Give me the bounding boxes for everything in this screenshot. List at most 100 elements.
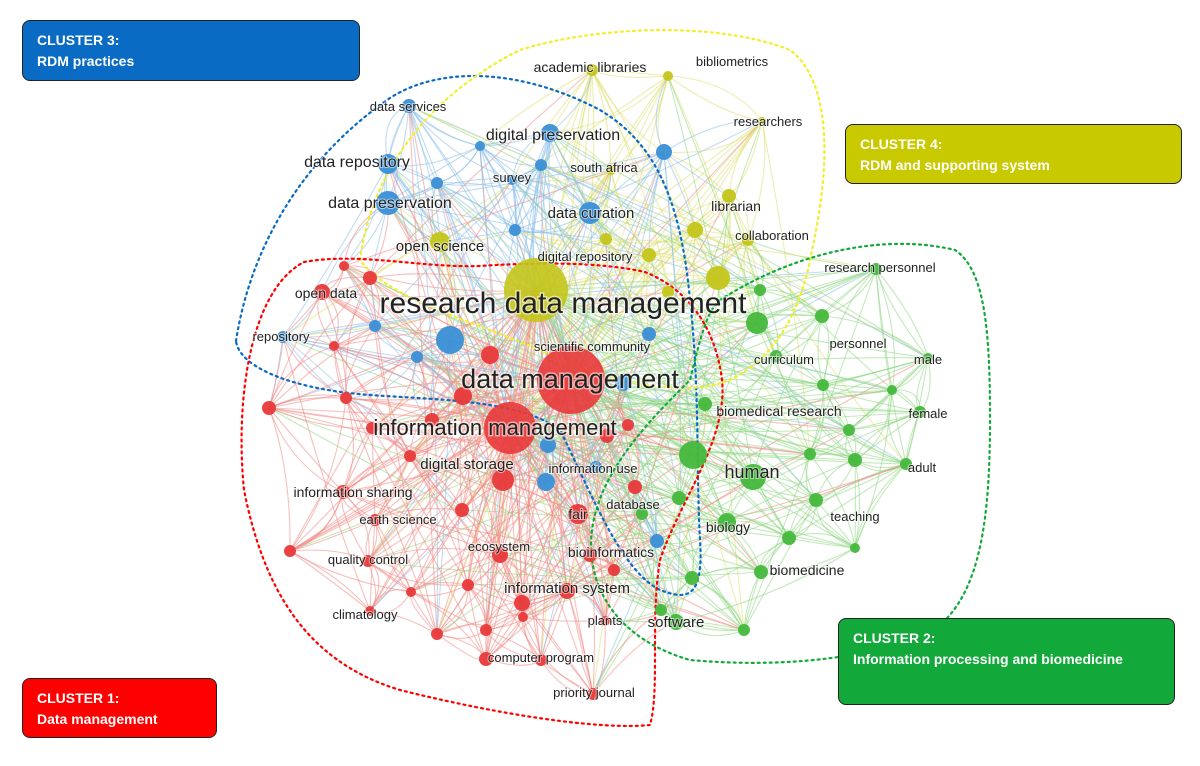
network-edge: [657, 541, 692, 578]
keyword-node: [340, 392, 352, 404]
label-bioinformatics: bioinformatics: [568, 544, 654, 560]
label-adult: adult: [908, 460, 937, 475]
label-biomedical-research: biomedical research: [716, 403, 841, 419]
cluster-3-title: CLUSTER 3:: [37, 30, 345, 51]
keyword-node: [329, 341, 339, 351]
network-edge: [657, 541, 692, 578]
label-biomedicine: biomedicine: [770, 562, 845, 578]
keyword-node: [628, 480, 642, 494]
keyword-node: [843, 424, 855, 436]
cluster-2-title: CLUSTER 2:: [853, 628, 1160, 649]
cluster-4-title: CLUSTER 4:: [860, 134, 1167, 155]
network-edge: [729, 121, 762, 196]
keyword-node: [363, 271, 377, 285]
keyword-node: [369, 320, 381, 332]
label-priority-journal: priority journal: [553, 685, 635, 700]
keyword-node: [679, 441, 707, 469]
label-male: male: [914, 352, 942, 367]
cluster-4-legend: CLUSTER 4: RDM and supporting system: [845, 124, 1182, 184]
cluster-1-legend: CLUSTER 1: Data management: [22, 678, 217, 738]
label-earth-science: earth science: [359, 512, 436, 527]
label-personnel: personnel: [829, 336, 886, 351]
label-curriculum: curriculum: [754, 352, 814, 367]
keyword-node: [698, 397, 712, 411]
keyword-node: [672, 491, 686, 505]
keyword-node: [518, 612, 528, 622]
keyword-node: [600, 233, 612, 245]
label-researchers: researchers: [734, 114, 803, 129]
keyword-node: [404, 450, 416, 462]
keyword-node: [815, 309, 829, 323]
keyword-node: [608, 564, 620, 576]
keyword-node: [455, 503, 469, 517]
network-edge: [729, 121, 762, 196]
label-data-preservation: data preservation: [328, 195, 452, 212]
label-information-sharing: information sharing: [293, 484, 412, 500]
network-edge: [855, 464, 906, 548]
keyword-node: [514, 595, 530, 611]
keyword-node: [685, 571, 699, 585]
cluster-2-legend: CLUSTER 2: Information processing and bi…: [838, 618, 1175, 705]
label-information-management: information management: [373, 415, 616, 440]
network-edge: [283, 164, 388, 337]
keyword-node: [339, 261, 349, 271]
keyword-node: [480, 624, 492, 636]
keyword-node: [663, 71, 673, 81]
keyword-node: [850, 543, 860, 553]
keyword-node: [738, 624, 750, 636]
keyword-node: [809, 493, 823, 507]
label-digital-repository: digital repository: [538, 249, 633, 264]
keyword-node: [817, 379, 829, 391]
label-open-data: open data: [295, 285, 357, 301]
keyword-node: [622, 419, 634, 431]
keyword-node: [754, 284, 766, 296]
network-edge: [676, 548, 855, 622]
keyword-node: [406, 587, 416, 597]
cluster-4-subtitle: RDM and supporting system: [860, 155, 1167, 176]
keyword-node: [754, 565, 768, 579]
label-research-personnel: research personnel: [824, 260, 935, 275]
label-librarian: librarian: [711, 198, 761, 214]
keyword-node: [887, 385, 897, 395]
network-edge: [437, 146, 480, 183]
label-information-system: information system: [504, 580, 630, 597]
label-digital-preservation: digital preservation: [486, 127, 620, 144]
label-information-use: information use: [549, 461, 638, 476]
cluster-3-subtitle: RDM practices: [37, 51, 345, 72]
keyword-node: [475, 141, 485, 151]
label-academic-libraries: academic libraries: [534, 59, 647, 75]
label-research-data-management: research data management: [380, 287, 748, 320]
label-collaboration: collaboration: [735, 228, 809, 243]
cluster-1-subtitle: Data management: [37, 709, 202, 730]
network-edge: [855, 464, 906, 548]
label-bibliometrics: bibliometrics: [696, 54, 769, 69]
keyword-node: [262, 401, 276, 415]
label-computer-program: computer program: [488, 650, 594, 665]
label-plants: plants: [588, 613, 623, 628]
keyword-node: [687, 222, 703, 238]
keyword-node: [804, 448, 816, 460]
label-data-management: data management: [461, 364, 679, 394]
keyword-node: [411, 351, 423, 363]
label-ecosystem: ecosystem: [468, 539, 530, 554]
cluster-2-subtitle: Information processing and biomedicine: [853, 649, 1160, 670]
cluster-3-legend: CLUSTER 3: RDM practices: [22, 20, 360, 81]
network-edge: [437, 146, 480, 183]
keyword-node: [481, 346, 499, 364]
keyword-node: [746, 312, 768, 334]
keyword-node: [642, 248, 656, 262]
label-female: female: [908, 406, 947, 421]
label-data-services: data services: [370, 99, 447, 114]
label-biology: biology: [706, 519, 750, 535]
label-repository: repository: [252, 329, 310, 344]
label-data-curation: data curation: [548, 205, 635, 222]
label-database: database: [606, 497, 660, 512]
label-software: software: [648, 614, 705, 631]
label-climatology: climatology: [332, 607, 398, 622]
keyword-node: [848, 453, 862, 467]
keyword-node: [462, 579, 474, 591]
label-open-science: open science: [396, 238, 484, 255]
keyword-node: [535, 159, 547, 171]
network-edge: [290, 398, 346, 551]
label-scientific-community: scientific community: [534, 339, 651, 354]
